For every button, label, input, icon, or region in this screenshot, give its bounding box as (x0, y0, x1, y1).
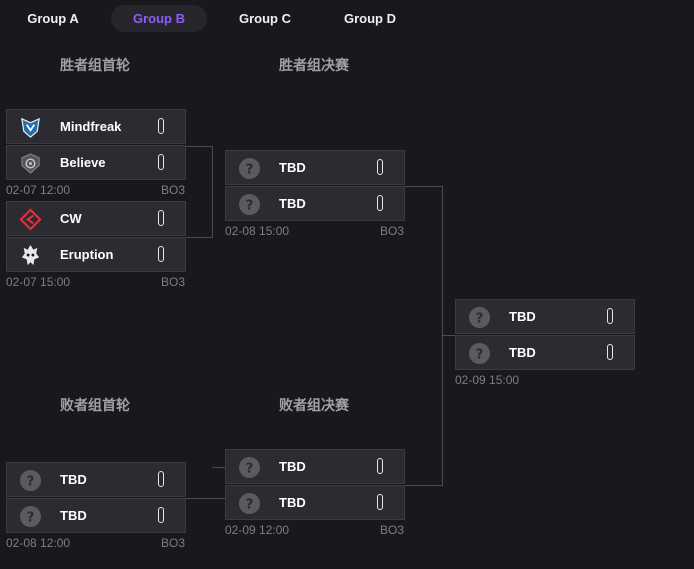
svg-text:?: ? (246, 162, 254, 177)
team-score (377, 458, 383, 474)
svg-text:?: ? (476, 347, 484, 362)
team-row[interactable]: ? TBD (225, 485, 405, 520)
match-meta: 02-09 15:00 (455, 373, 635, 387)
match-time: 02-09 12:00 (225, 523, 290, 537)
match-time: 02-08 15:00 (225, 224, 290, 238)
match-card-winners-final[interactable]: ? TBD ? TBD 02-08 15:00 BO3 (225, 150, 405, 238)
match-meta: 02-07 12:00 BO3 (6, 183, 186, 197)
connector-line (405, 485, 443, 486)
team-name: TBD (279, 160, 306, 175)
question-mark-icon: ? (19, 469, 42, 492)
team-score (377, 159, 383, 175)
team-name: TBD (279, 459, 306, 474)
match-meta: 02-08 12:00 BO3 (6, 536, 186, 550)
stage-title-winners-round1: 胜者组首轮 (60, 57, 130, 73)
tab-group-a[interactable]: Group A (27, 11, 79, 26)
match-card-winners-r1-b[interactable]: CW Eruption 02-07 15:00 BO3 (6, 201, 186, 289)
question-mark-icon: ? (238, 193, 261, 216)
team-row[interactable]: ? TBD (455, 335, 635, 370)
match-format: BO3 (160, 536, 185, 550)
team-row[interactable]: ? TBD (225, 186, 405, 221)
team-row[interactable]: Believe (6, 145, 186, 180)
team-name: TBD (509, 345, 536, 360)
stage-title-losers-final: 败者组决赛 (279, 397, 349, 413)
team-row[interactable]: CW (6, 201, 186, 236)
match-time: 02-07 15:00 (6, 275, 71, 289)
eruption-logo-icon (19, 244, 42, 267)
team-score (158, 210, 164, 226)
connector-line (442, 186, 443, 486)
team-name: TBD (279, 196, 306, 211)
team-score (158, 507, 164, 523)
team-row[interactable]: Eruption (6, 237, 186, 272)
connector-line (186, 498, 226, 499)
match-meta: 02-07 15:00 BO3 (6, 275, 186, 289)
match-format: BO3 (379, 224, 404, 238)
team-score (158, 118, 164, 134)
tab-group-c[interactable]: Group C (239, 11, 291, 26)
match-format: BO3 (379, 523, 404, 537)
team-name: Mindfreak (60, 119, 122, 134)
svg-text:?: ? (27, 474, 35, 489)
question-mark-icon: ? (19, 505, 42, 528)
team-score (377, 195, 383, 211)
match-time: 02-08 12:00 (6, 536, 71, 550)
team-name: Eruption (60, 247, 114, 262)
match-card-losers-r1[interactable]: ? TBD ? TBD 02-08 12:00 BO3 (6, 462, 186, 550)
connector-line (186, 146, 213, 147)
question-mark-icon: ? (238, 456, 261, 479)
tab-group-d[interactable]: Group D (344, 11, 396, 26)
team-row[interactable]: ? TBD (225, 449, 405, 484)
team-row[interactable]: ? TBD (6, 462, 186, 497)
connector-line (405, 186, 443, 187)
believe-logo-icon (19, 152, 42, 175)
question-mark-icon: ? (468, 342, 491, 365)
team-score (158, 246, 164, 262)
question-mark-icon: ? (238, 157, 261, 180)
team-name: TBD (279, 495, 306, 510)
tab-group-b[interactable]: Group B (111, 5, 207, 32)
team-score (377, 494, 383, 510)
stage-title-winners-final: 胜者组决赛 (279, 57, 349, 73)
svg-text:?: ? (246, 198, 254, 213)
team-score (607, 344, 613, 360)
match-format: BO3 (160, 183, 185, 197)
match-time: 02-09 15:00 (455, 373, 520, 387)
team-name: TBD (60, 508, 87, 523)
team-name: CW (60, 211, 82, 226)
team-name: TBD (60, 472, 87, 487)
question-mark-icon: ? (468, 306, 491, 329)
match-card-winners-r1-a[interactable]: Mindfreak Believe 02-07 12:00 BO3 (6, 109, 186, 197)
team-score (158, 471, 164, 487)
svg-text:?: ? (476, 311, 484, 326)
match-meta: 02-09 12:00 BO3 (225, 523, 405, 537)
cw-logo-icon (19, 208, 42, 231)
match-format: BO3 (160, 275, 185, 289)
match-card-grand-final[interactable]: ? TBD ? TBD 02-09 15:00 (455, 299, 635, 387)
match-card-losers-final[interactable]: ? TBD ? TBD 02-09 12:00 BO3 (225, 449, 405, 537)
team-row[interactable]: ? TBD (455, 299, 635, 334)
mindfreak-logo-icon (19, 116, 42, 139)
match-meta: 02-08 15:00 BO3 (225, 224, 405, 238)
svg-text:?: ? (246, 497, 254, 512)
team-score (607, 308, 613, 324)
connector-line (186, 237, 213, 238)
team-name: Believe (60, 155, 106, 170)
connector-line (212, 146, 213, 238)
question-mark-icon: ? (238, 492, 261, 515)
svg-text:?: ? (246, 461, 254, 476)
svg-text:?: ? (27, 510, 35, 525)
stage-title-losers-round1: 败者组首轮 (60, 397, 130, 413)
team-row[interactable]: Mindfreak (6, 109, 186, 144)
team-name: TBD (509, 309, 536, 324)
team-row[interactable]: ? TBD (225, 150, 405, 185)
team-score (158, 154, 164, 170)
connector-line (212, 467, 226, 468)
match-time: 02-07 12:00 (6, 183, 71, 197)
connector-line (442, 335, 455, 336)
team-row[interactable]: ? TBD (6, 498, 186, 533)
